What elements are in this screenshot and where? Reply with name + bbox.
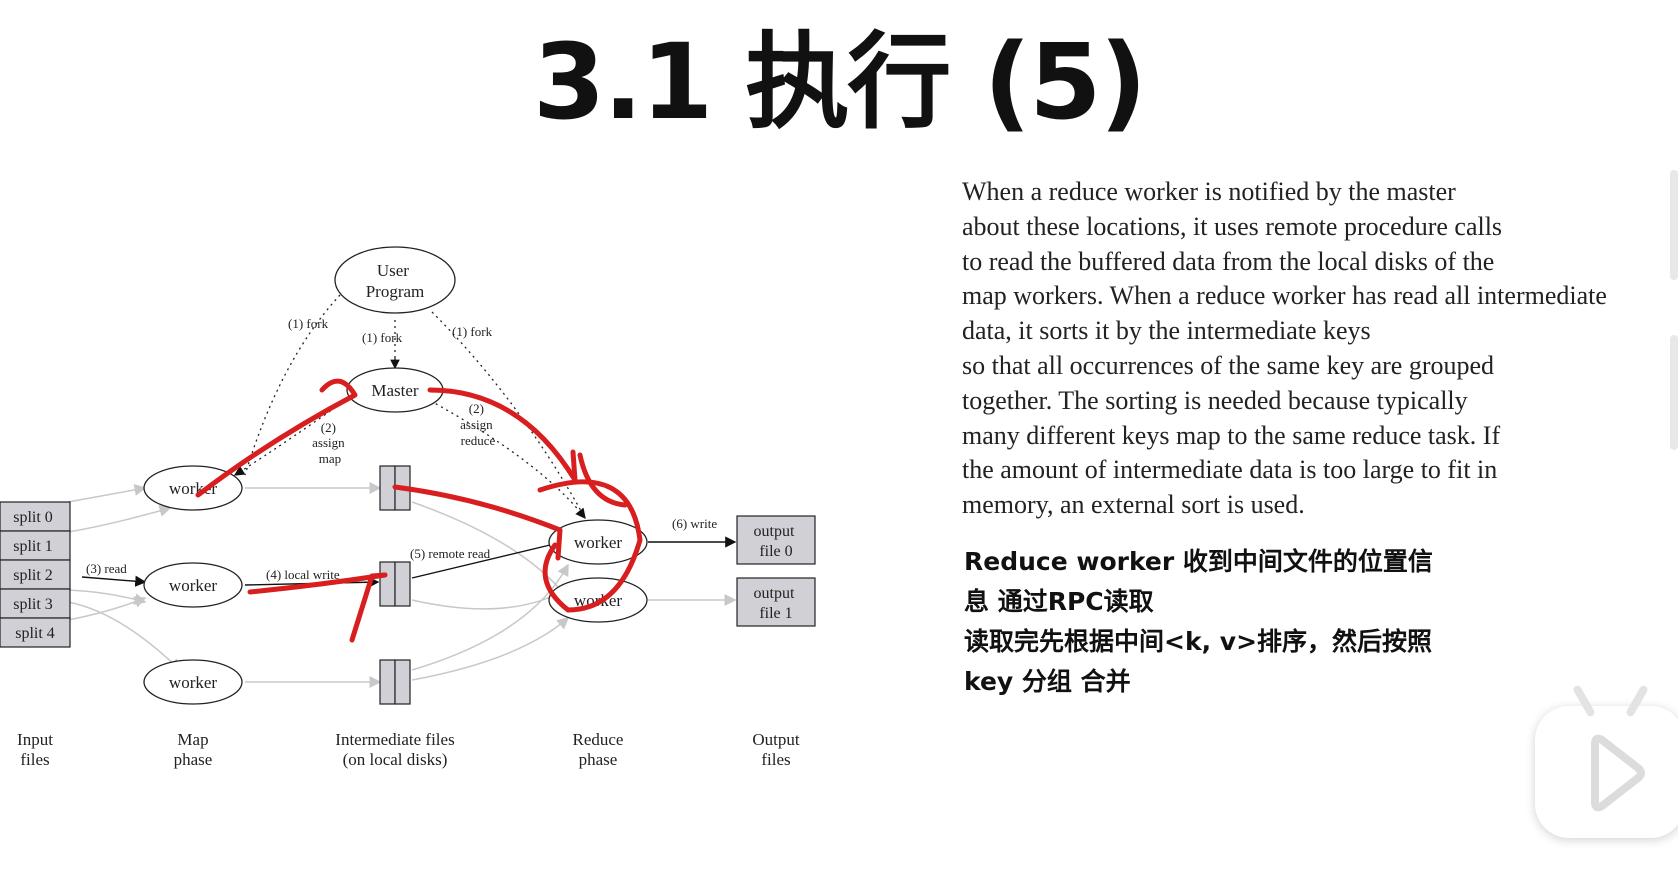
annotation-stroke xyxy=(195,378,358,498)
split-2-label: split 2 xyxy=(13,567,53,584)
annotation-stroke xyxy=(427,387,578,483)
user-program-line-2: Program xyxy=(366,282,425,301)
fork-center-label: (1) fork xyxy=(362,330,403,345)
fork-right-label: (1) fork xyxy=(452,324,493,339)
note-line: 息 通过RPC读取 xyxy=(964,587,1154,616)
reduce-worker-1-label: worker xyxy=(574,533,622,552)
side-scroll-indicator-2[interactable] xyxy=(1670,335,1678,450)
output-file-0 xyxy=(736,515,816,565)
description-line: about these locations, it uses remote pr… xyxy=(962,211,1503,241)
output-1-line-1: output xyxy=(754,585,795,602)
annotation-stroke xyxy=(577,452,628,508)
description-line: the amount of intermediate data is too l… xyxy=(962,455,1498,485)
description-line: so that all occurrences of the same key … xyxy=(962,350,1495,380)
svg-text:(2) assign map: (2) assign map xyxy=(312,420,348,466)
assign-reduce-line-1: (2) xyxy=(469,401,484,416)
slide-title: 3.1 执行 (5) xyxy=(532,21,1147,143)
annotation-stroke xyxy=(392,484,563,561)
user-program-node xyxy=(334,246,456,314)
svg-text:output file 1: output file 1 xyxy=(754,585,799,622)
description-line: data, it sorts it by the intermediate ke… xyxy=(962,316,1371,346)
split-0-label: split 0 xyxy=(13,509,53,526)
map-worker-1-label: worker xyxy=(169,479,217,498)
fork-left-label: (1) fork xyxy=(288,316,329,331)
output-1-line-2: file 1 xyxy=(759,605,792,622)
map-worker-2-label: worker xyxy=(169,576,217,595)
svg-text:split 0 split 1 sp: split 0 split 1 split 2 split 3 split 4 xyxy=(13,509,57,642)
red-annotations xyxy=(195,378,643,643)
play-icon xyxy=(1591,734,1645,812)
master-label: Master xyxy=(371,381,419,400)
output-0-line-1: output xyxy=(754,523,795,540)
assign-map-line-1: (2) xyxy=(321,420,336,435)
description-paragraph: When a reduce worker is notified by the … xyxy=(962,175,1662,523)
write-label: (6) write xyxy=(672,516,717,531)
description-line: When a reduce worker is notified by the … xyxy=(962,177,1456,206)
split-1-label: split 1 xyxy=(13,538,53,555)
description-line: many different keys map to the same redu… xyxy=(962,420,1501,450)
note-line: key 分组 合并 xyxy=(964,667,1131,696)
remote-read-label: (5) remote read xyxy=(410,546,491,561)
map-worker-2 xyxy=(143,562,243,608)
svg-text:(2) assign reduce: (2) assign reduce xyxy=(460,401,496,448)
user-program-line-1: User xyxy=(377,261,409,280)
split-4-label: split 4 xyxy=(15,625,55,642)
svg-text:output file 0: output file 0 xyxy=(754,523,799,560)
map-worker-3-label: worker xyxy=(169,673,217,692)
video-player-badge[interactable] xyxy=(1535,684,1678,838)
stage-intermediate-label: Intermediate files(on local disks) xyxy=(335,730,454,769)
note-line: Reduce worker 收到中间文件的位置信 xyxy=(964,547,1433,576)
assign-map-line-2: assign xyxy=(312,435,345,450)
description-line: to read the buffered data from the local… xyxy=(962,246,1495,276)
map-worker-3 xyxy=(143,659,243,705)
annotation-stroke xyxy=(537,479,643,613)
assign-reduce-line-3: reduce xyxy=(461,433,496,448)
output-file-1 xyxy=(736,577,816,627)
annotation-stroke xyxy=(247,572,388,643)
side-scroll-indicator[interactable] xyxy=(1670,170,1678,280)
data-flow-lines xyxy=(67,482,737,688)
local-write-label: (4) local write xyxy=(266,567,340,582)
chinese-notes: Reduce worker 收到中间文件的位置信 息 通过RPC读取 读取完先根… xyxy=(964,542,1524,702)
read-label: (3) read xyxy=(86,561,127,576)
assign-map-line-3: map xyxy=(319,451,341,466)
description-line: map workers. When a reduce worker has re… xyxy=(962,281,1607,311)
input-files: split 0 split 1 split 2 split 3 split 4 xyxy=(0,501,71,648)
intermediate-files xyxy=(379,465,411,705)
output-0-line-2: file 0 xyxy=(759,543,792,560)
reduce-worker-1 xyxy=(548,519,648,565)
svg-text:User Program: User Program xyxy=(366,261,425,301)
assign-reduce-line-2: assign xyxy=(460,417,493,432)
split-3-label: split 3 xyxy=(13,596,53,613)
mapreduce-diagram: User Program Master (1) fork (1) fork (1… xyxy=(0,246,816,769)
note-line: 读取完先根据中间<k, v>排序，然后按照 xyxy=(964,627,1433,656)
description-line: together. The sorting is needed because … xyxy=(962,385,1468,415)
description-line: memory, an external sort is used. xyxy=(962,490,1305,520)
map-worker-1 xyxy=(143,465,243,511)
